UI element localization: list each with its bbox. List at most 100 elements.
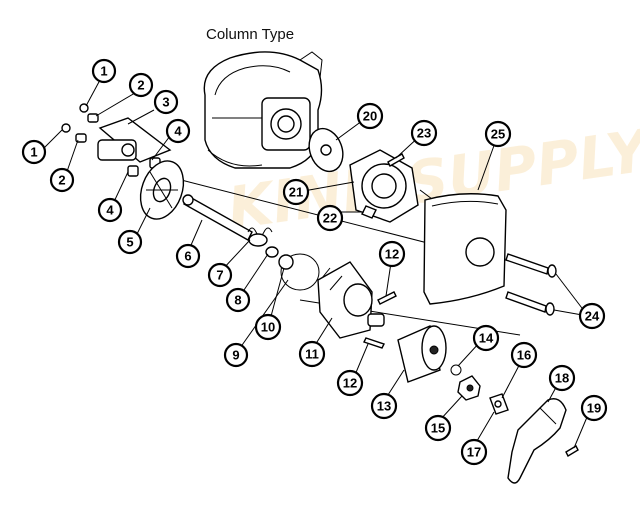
callout-label: 1 [100, 64, 107, 79]
callout-label: 22 [323, 211, 337, 226]
callout-circle [128, 72, 154, 98]
callout-circle [410, 119, 438, 147]
column-body [203, 51, 323, 169]
callout-label: 11 [305, 347, 319, 362]
callout-11: 11 [298, 340, 326, 368]
callout-label: 14 [479, 331, 494, 346]
callout-circle [510, 341, 538, 369]
callout-circle [356, 102, 384, 130]
callout-10: 10 [254, 313, 282, 341]
callout-circle [580, 394, 608, 422]
part-21-22-23-bracket [349, 149, 419, 223]
part-25-cover [423, 193, 507, 305]
callout-4: 4 [165, 118, 191, 144]
callout-circle [223, 342, 249, 368]
callout-14: 14 [472, 324, 500, 352]
callout-13: 13 [370, 392, 398, 420]
part-19-setscrew [565, 445, 579, 457]
callout-label: 2 [137, 78, 144, 93]
callout-2: 2 [49, 167, 75, 193]
callout-circle [282, 178, 310, 206]
callout-circle [97, 197, 123, 223]
callout-label: 25 [491, 127, 505, 142]
callout-5: 5 [117, 229, 143, 255]
callout-12: 12 [378, 240, 406, 268]
callout-label: 12 [343, 376, 357, 391]
callout-label: 3 [162, 95, 169, 110]
callout-3: 3 [153, 89, 179, 115]
callout-circle [298, 340, 326, 368]
callout-21: 21 [282, 178, 310, 206]
part-18-handle [507, 398, 567, 484]
callout-15: 15 [424, 414, 452, 442]
callout-19: 19 [580, 394, 608, 422]
callout-label: 20 [363, 109, 377, 124]
callout-label: 19 [587, 401, 601, 416]
callout-group: 1122344567891011121213141516171819202122… [21, 58, 608, 466]
part-8-washer [265, 246, 279, 258]
callout-23: 23 [410, 119, 438, 147]
callout-circle [316, 204, 344, 232]
callout-17: 17 [460, 438, 488, 466]
callout-circle [207, 262, 233, 288]
callout-circle [165, 118, 191, 144]
callout-1: 1 [21, 139, 47, 165]
callout-circle [378, 240, 406, 268]
callout-label: 24 [585, 309, 600, 324]
callout-25: 25 [484, 120, 512, 148]
part-9-oring [280, 253, 320, 291]
part-13-sleeve [397, 325, 447, 383]
part-20-gasket [308, 127, 344, 173]
callout-label: 21 [289, 185, 303, 200]
part-15-nut [457, 375, 481, 401]
callout-7: 7 [207, 262, 233, 288]
callout-circle [336, 369, 364, 397]
callout-label: 1 [30, 145, 37, 160]
callout-circle [21, 139, 47, 165]
callout-8: 8 [225, 287, 251, 313]
callout-4: 4 [97, 197, 123, 223]
part-3-bracket [97, 117, 172, 163]
part-11-cartridge [317, 261, 385, 339]
callout-20: 20 [356, 102, 384, 130]
callout-label: 12 [385, 247, 399, 262]
callout-22: 22 [316, 204, 344, 232]
callout-label: 23 [417, 126, 431, 141]
callout-label: 9 [232, 348, 239, 363]
callout-label: 10 [261, 320, 275, 335]
diagram-title: Column Type [206, 26, 295, 43]
callout-circle [254, 313, 282, 341]
callout-circle [578, 302, 606, 330]
callout-label: 16 [517, 348, 531, 363]
callout-circle [484, 120, 512, 148]
callout-label: 4 [174, 124, 182, 139]
callout-16: 16 [510, 341, 538, 369]
callout-24: 24 [578, 302, 606, 330]
callout-label: 13 [377, 399, 391, 414]
part-10-washer [278, 254, 294, 270]
part-6-shaft [182, 194, 253, 241]
callout-circle [548, 364, 576, 392]
callout-12: 12 [336, 369, 364, 397]
callout-circle [175, 243, 201, 269]
callout-6: 6 [175, 243, 201, 269]
part-16-17-adapter [489, 393, 509, 415]
callout-label: 4 [106, 203, 114, 218]
callout-circle [370, 392, 398, 420]
callout-circle [460, 438, 488, 466]
callout-18: 18 [548, 364, 576, 392]
callout-1: 1 [91, 58, 117, 84]
callout-2: 2 [128, 72, 154, 98]
part-12-screws [363, 291, 397, 349]
callout-circle [225, 287, 251, 313]
callout-label: 6 [184, 249, 191, 264]
part-14-oring [450, 364, 462, 376]
callout-label: 15 [431, 421, 445, 436]
callout-circle [472, 324, 500, 352]
callout-label: 18 [555, 371, 569, 386]
callout-circle [117, 229, 143, 255]
callout-label: 2 [58, 173, 65, 188]
part-1-2-fasteners [61, 103, 99, 143]
callout-label: 7 [216, 268, 223, 283]
